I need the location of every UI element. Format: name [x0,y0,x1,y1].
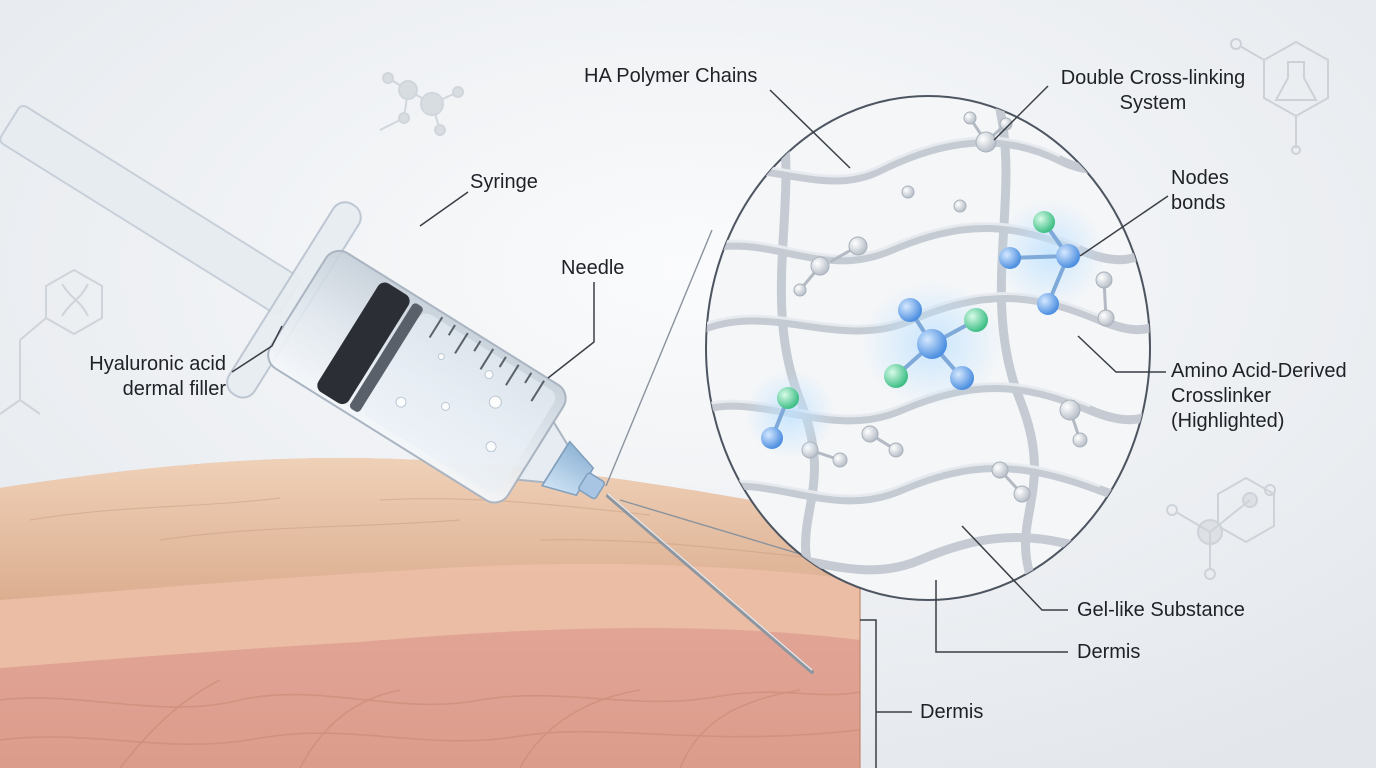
label-ha-polymer-chains: HA Polymer Chains [584,65,758,87]
label-needle: Needle [561,257,625,279]
skin-cross-section [0,458,861,768]
syringe [0,104,606,504]
label-gel-like-substance: Gel-like Substance [1077,599,1245,621]
label-bonds-line2: bonds [1171,192,1226,214]
label-dermis-skin: Dermis [920,701,984,723]
zoom-line-upper [605,229,713,487]
flask-hexagon-icon [1230,38,1329,155]
label-hyaluronic-line2: dermal filler [122,378,226,400]
label-syringe: Syringe [470,171,538,193]
label-double-crosslinking-line2: System [1119,92,1187,114]
label-amino-line3: (Highlighted) [1171,410,1285,432]
label-nodes-bonds: Nodes bonds [1171,166,1229,216]
zoom-line-lower [619,499,821,561]
molecule-icon [379,72,464,136]
dna-hexagon-icon [0,268,103,415]
label-amino-crosslinker: Amino Acid-Derived Crosslinker (Highligh… [1171,359,1347,434]
label-dermis-inset: Dermis [1077,641,1141,663]
label-hyaluronic-line1: Hyaluronic acid [89,353,226,375]
label-double-crosslinking: Double Cross-linking System [1040,66,1266,116]
label-nodes-line1: Nodes [1171,167,1229,189]
molecule-icon [1166,476,1276,580]
label-amino-line1: Amino Acid-Derived [1171,360,1347,382]
needle [606,494,814,674]
label-double-crosslinking-line1: Double Cross-linking [1060,67,1246,89]
leader-lines [231,85,1169,768]
label-hyaluronic-filler: Hyaluronic acid dermal filler [60,352,226,402]
label-amino-line2: Crosslinker [1171,385,1272,407]
